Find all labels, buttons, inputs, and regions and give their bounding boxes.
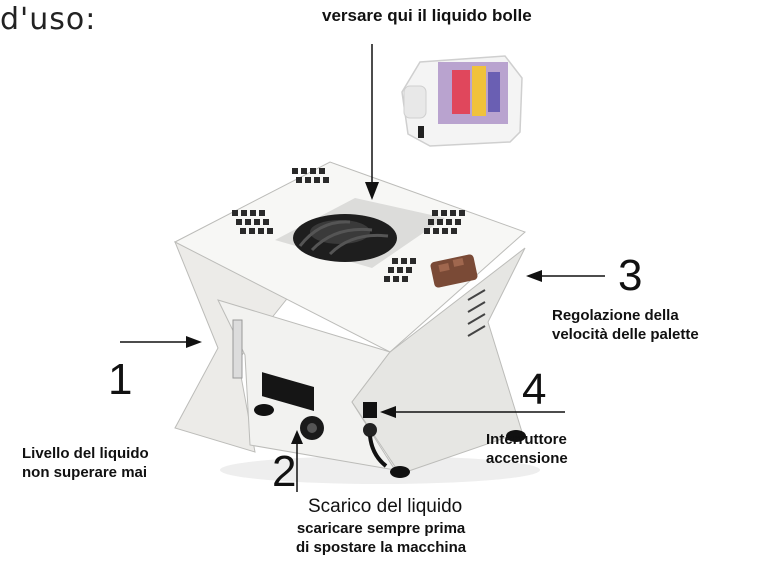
power-socket (363, 423, 377, 437)
callout-3-number: 3 (618, 251, 643, 300)
power-switch (363, 402, 377, 418)
callout-4-line-1: Interruttore (486, 431, 567, 448)
callout-1-line-1: Livello del liquido (22, 445, 149, 462)
liquid-level-window (232, 319, 243, 379)
front-display (262, 372, 314, 412)
side-vents (467, 289, 486, 337)
callout-3-line-1: Regolazione della (552, 307, 679, 324)
bubble-liquid-jug (401, 55, 523, 147)
callout-1-text: Livello del liquido non superare mai (22, 444, 149, 482)
callout-2-number: 2 (272, 447, 297, 496)
top-grille-front (384, 258, 416, 282)
top-callout-label: versare qui il liquido bolle (322, 6, 532, 25)
callout-2-line-2: di spostare la macchina (296, 539, 467, 556)
callout-2-title: Scarico del liquido (308, 496, 463, 517)
foot-left (254, 404, 274, 416)
callout-1-number: 1 (108, 355, 133, 404)
callout-4-line-2: accensione (486, 450, 568, 467)
page-heading: d'uso: (0, 2, 97, 37)
remote-control (430, 254, 478, 288)
callout-3-line-2: velocità delle palette (552, 326, 699, 343)
callout-arrows (120, 44, 605, 492)
paddle-wheel (293, 214, 397, 262)
top-grille-back (292, 168, 329, 183)
foot-front (390, 466, 410, 478)
top-grille-right (424, 210, 465, 234)
callout-2-text: scaricare sempre prima di spostare la ma… (296, 519, 466, 557)
drain-valve (300, 416, 324, 440)
top-grille-left (232, 210, 273, 234)
floor-shadow (220, 456, 540, 484)
callout-4-text: Interruttore accensione (486, 430, 568, 468)
callout-2-line-1: scaricare sempre prima (296, 520, 466, 537)
callout-1-line-2: non superare mai (22, 464, 148, 481)
callout-3-text: Regolazione della velocità delle palette (552, 306, 699, 344)
callout-4-number: 4 (522, 365, 547, 414)
power-cable (368, 435, 388, 468)
foot-right (506, 430, 526, 442)
